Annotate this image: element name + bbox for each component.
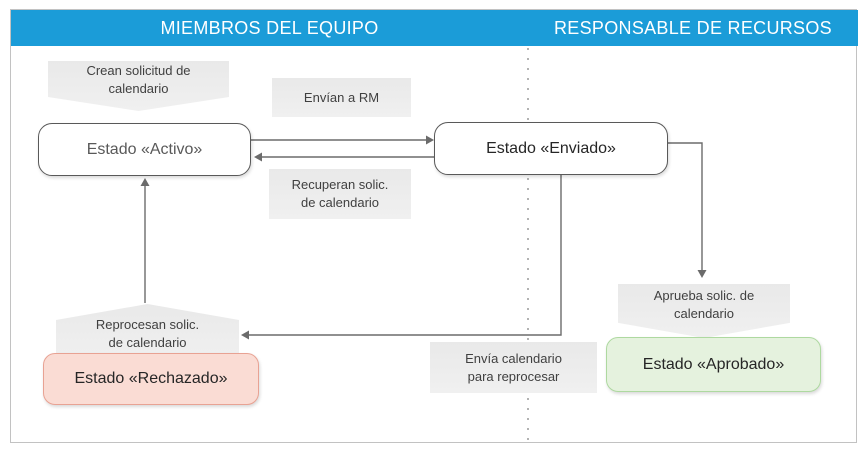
diagram-frame: MIEMBROS DEL EQUIPO RESPONSABLE DE RECUR… (10, 9, 858, 443)
state-aprobado-label: Estado «Aprobado» (642, 355, 785, 373)
swimlane-header: MIEMBROS DEL EQUIPO RESPONSABLE DE RECUR… (11, 10, 858, 46)
connector-lines (140, 48, 707, 443)
lane-title-resource-manager: RESPONSABLE DE RECURSOS (554, 18, 832, 38)
action-text-line: Crean solicitud de (86, 63, 191, 79)
state-aprobado-box: Estado «Aprobado» (606, 337, 821, 392)
action-text-line: Aprueba solic. de (653, 288, 755, 304)
state-enviado-box: Estado «Enviado» (434, 122, 668, 175)
action-text-line: de calendario (300, 195, 380, 210)
action-envia-reprocesar: Envía calendario para reprocesar (430, 342, 597, 393)
state-activo-label: Estado «Activo» (86, 140, 203, 158)
state-enviado-label: Estado «Enviado» (486, 139, 616, 157)
action-text-line: calendario (108, 81, 169, 96)
action-text-line: calendario (674, 306, 734, 321)
action-recuperan-solicitud: Recuperan solic. de calendario (269, 169, 411, 219)
state-activo-box: Estado «Activo» (38, 123, 251, 176)
state-rechazado-box: Estado «Rechazado» (43, 353, 259, 405)
action-text-line: Reprocesan solic. (95, 317, 200, 332)
action-envian-rm: Envían a RM (272, 78, 411, 117)
state-rechazado-label: Estado «Rechazado» (74, 370, 228, 387)
lane-title-team-members: MIEMBROS DEL EQUIPO (160, 18, 379, 38)
action-text-line: Envía calendario (465, 350, 562, 366)
action-crean-solicitud: Crean solicitud de calendario (48, 61, 229, 111)
action-text-line: para reprocesar (467, 368, 560, 384)
action-aprueba-solicitud: Aprueba solic. de calendario (618, 284, 790, 338)
action-text-line: Envían a RM (303, 89, 380, 105)
action-text-line: de calendario (108, 334, 187, 350)
action-text-line: Recuperan solic. (291, 177, 389, 193)
